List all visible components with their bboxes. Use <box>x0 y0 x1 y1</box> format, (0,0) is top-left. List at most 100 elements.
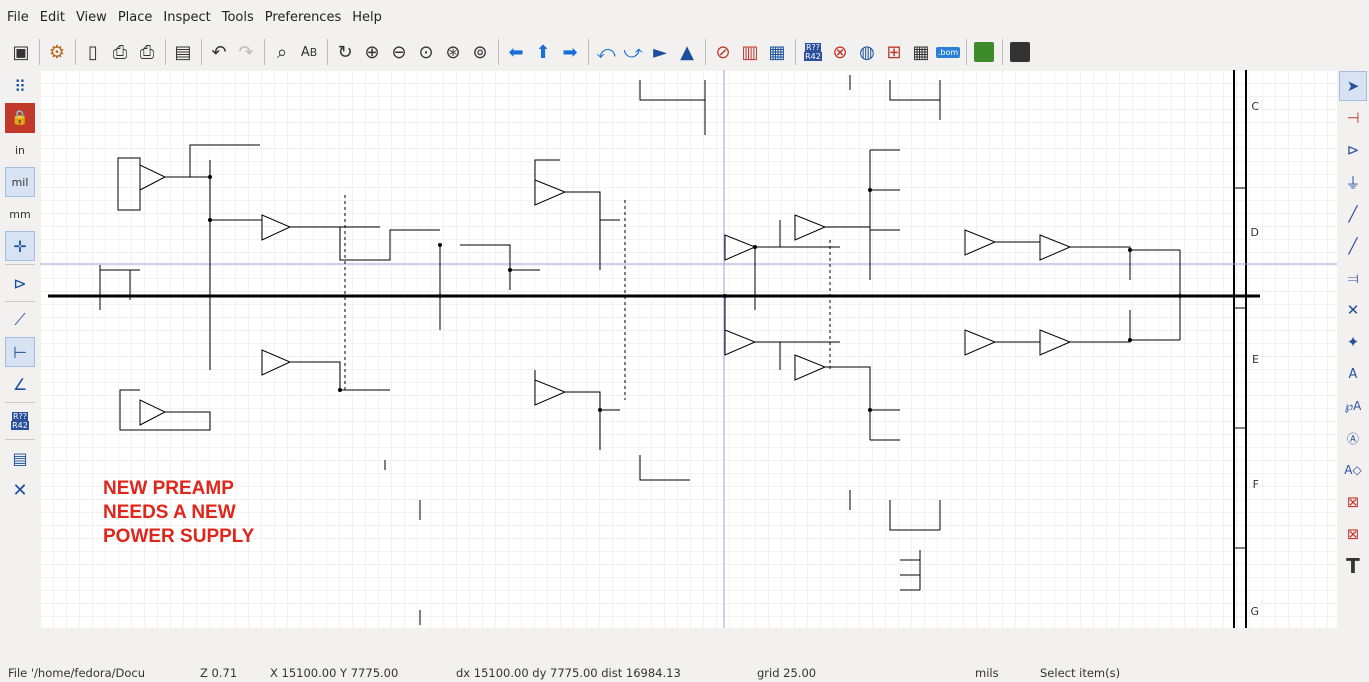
bom-icon[interactable]: ▦ <box>912 41 930 63</box>
grid-icon[interactable]: ⠿ <box>14 76 26 96</box>
paste-icon[interactable]: ▤ <box>174 41 192 63</box>
line-mode-45-icon[interactable]: ∠ <box>12 374 28 394</box>
line-mode-90-icon[interactable]: ⊢ <box>5 337 35 367</box>
toolbar-separator <box>5 264 35 265</box>
add-text-icon[interactable]: T <box>1346 554 1360 578</box>
add-hier-label-icon[interactable]: A◇ <box>1344 463 1362 477</box>
symbol-editor-icon[interactable]: ▥ <box>741 41 759 63</box>
nav-up-icon[interactable]: ⬆ <box>535 41 551 63</box>
annotate-sublabel: R42 <box>804 52 822 61</box>
left-annotate-label: R?? <box>11 412 29 421</box>
footprint-assign-icon[interactable]: ⊞ <box>886 41 902 63</box>
nav-back-icon[interactable]: ⬅ <box>508 41 524 63</box>
netlist-icon[interactable]: .bom <box>935 38 961 66</box>
menu-help[interactable]: Help <box>352 9 382 25</box>
annotate-icon[interactable]: R?? R42 <box>5 406 35 436</box>
toolbar-separator <box>498 39 499 65</box>
zone-label-e: E <box>1252 353 1259 366</box>
add-symbol-icon[interactable]: ⊳ <box>1346 141 1360 159</box>
status-bar: File '/home/fedora/Docu Z 0.71 X 15100.0… <box>0 664 1369 682</box>
zoom-objects-icon[interactable]: ⊛ <box>445 41 461 63</box>
add-label-icon[interactable]: A <box>1348 366 1358 382</box>
add-wire-icon[interactable]: ╱ <box>1348 205 1358 223</box>
properties-icon[interactable]: ✕ <box>12 479 28 501</box>
cursor-crosshair-icon[interactable]: ✛ <box>5 231 35 261</box>
status-zoom: Z 0.71 <box>200 666 238 680</box>
zoom-selection-icon[interactable]: ⊚ <box>472 41 488 63</box>
lock-icon[interactable]: 🔒 <box>5 103 35 133</box>
menu-edit[interactable]: Edit <box>39 9 65 25</box>
status-units: mils <box>975 666 999 680</box>
status-cursor: X 15100.00 Y 7775.00 <box>270 666 399 680</box>
symbol-browser-icon[interactable]: ▦ <box>768 41 786 63</box>
add-global-label-icon[interactable]: Ⓐ <box>1346 431 1359 446</box>
mirror-h-icon[interactable]: ► <box>653 41 667 63</box>
scripting-icon[interactable] <box>1007 38 1033 66</box>
line-mode-free-icon[interactable]: ⟋ <box>14 310 26 329</box>
undo-icon[interactable]: ↶ <box>211 41 227 63</box>
pcb-icon[interactable] <box>971 38 997 66</box>
status-grid: grid 25.00 <box>757 666 817 680</box>
toolbar-separator <box>705 39 706 65</box>
hierarchy-icon[interactable]: ⊘ <box>715 41 731 63</box>
add-sheet-icon[interactable]: ⊠ <box>1346 493 1360 511</box>
save-icon[interactable]: ▣ <box>12 41 30 63</box>
zoom-out-icon[interactable]: ⊖ <box>391 41 407 63</box>
rotate-ccw-icon[interactable]: ⤺ <box>596 41 616 63</box>
menu-inspect[interactable]: Inspect <box>163 9 211 25</box>
schematic-canvas[interactable]: C D E F G NEW PREAMP NEEDS A NEW POWER S… <box>40 70 1337 628</box>
no-connect-icon[interactable]: ✕ <box>1346 301 1360 319</box>
plot-icon[interactable]: ▯ <box>88 41 98 63</box>
toolbar-separator <box>39 39 40 65</box>
highlight-net-icon[interactable]: ⊣ <box>1346 109 1360 127</box>
toolbar-separator <box>1002 39 1003 65</box>
add-net-class-icon[interactable]: ℘A <box>1344 399 1362 413</box>
add-power-icon[interactable]: ⏚ <box>1345 173 1361 192</box>
import-sheet-pin-icon[interactable]: ⊠ <box>1346 525 1360 543</box>
menu-tools[interactable]: Tools <box>221 9 254 25</box>
unit-in-button[interactable]: in <box>14 143 26 157</box>
erc-icon[interactable]: ⊗ <box>832 41 848 63</box>
unit-mm-button[interactable]: mm <box>9 207 31 221</box>
print-icon[interactable]: ⎙ <box>112 41 128 63</box>
refresh-icon[interactable]: ↻ <box>337 41 353 63</box>
zoom-fit-icon[interactable]: ⊙ <box>418 41 434 63</box>
unit-mil-button[interactable]: mil <box>5 167 35 197</box>
rotate-cw-icon[interactable]: ⤻ <box>623 41 643 63</box>
menu-preferences[interactable]: Preferences <box>264 9 342 25</box>
preamp-note-line1: NEW PREAMP <box>103 478 234 499</box>
hierarchy-navigator-icon[interactable]: ▤ <box>12 448 28 468</box>
toolbar-separator <box>264 39 265 65</box>
menu-file[interactable]: File <box>7 9 29 25</box>
preamp-note-line3: POWER SUPPLY <box>103 526 255 547</box>
toolbar-separator <box>165 39 166 65</box>
menu-view[interactable]: View <box>75 9 107 25</box>
add-bus-icon[interactable]: ╱ <box>1348 237 1358 255</box>
right-toolbar: ➤ ⊣ ⊳ ⏚ ╱ ╱ ⫤ ✕ ✦ A ℘A Ⓐ A◇ ⊠ ⊠ T <box>1337 70 1369 610</box>
redo-icon[interactable]: ↷ <box>238 41 254 63</box>
schematic-drawing <box>40 70 1337 628</box>
plot-settings-icon[interactable]: ⎙ <box>139 41 155 63</box>
nav-forward-icon[interactable]: ➡ <box>562 41 578 63</box>
toolbar-separator <box>5 402 35 403</box>
add-bus-entry-icon[interactable]: ⫤ <box>1347 269 1359 287</box>
status-hint: Select item(s) <box>1040 666 1121 680</box>
toolbar-separator <box>327 39 328 65</box>
annotate-icon[interactable]: R?? R42 <box>800 38 826 66</box>
toolbar-separator <box>75 39 76 65</box>
simulator-icon[interactable]: ◍ <box>859 41 875 63</box>
page-settings-icon[interactable]: ⚙ <box>48 41 66 63</box>
toolbar-separator <box>588 39 589 65</box>
status-file: File '/home/fedora/Docu <box>8 666 146 680</box>
find-icon[interactable]: ⌕ <box>276 41 288 63</box>
select-arrow-icon[interactable]: ➤ <box>1339 71 1367 101</box>
menu-place[interactable]: Place <box>117 9 153 25</box>
zoom-in-icon[interactable]: ⊕ <box>364 41 380 63</box>
hidden-pins-icon[interactable]: ⊳ <box>13 273 27 293</box>
mirror-v-icon[interactable]: ▲ <box>680 41 694 63</box>
annotate-label: R?? <box>804 43 822 52</box>
add-junction-icon[interactable]: ✦ <box>1346 333 1360 351</box>
